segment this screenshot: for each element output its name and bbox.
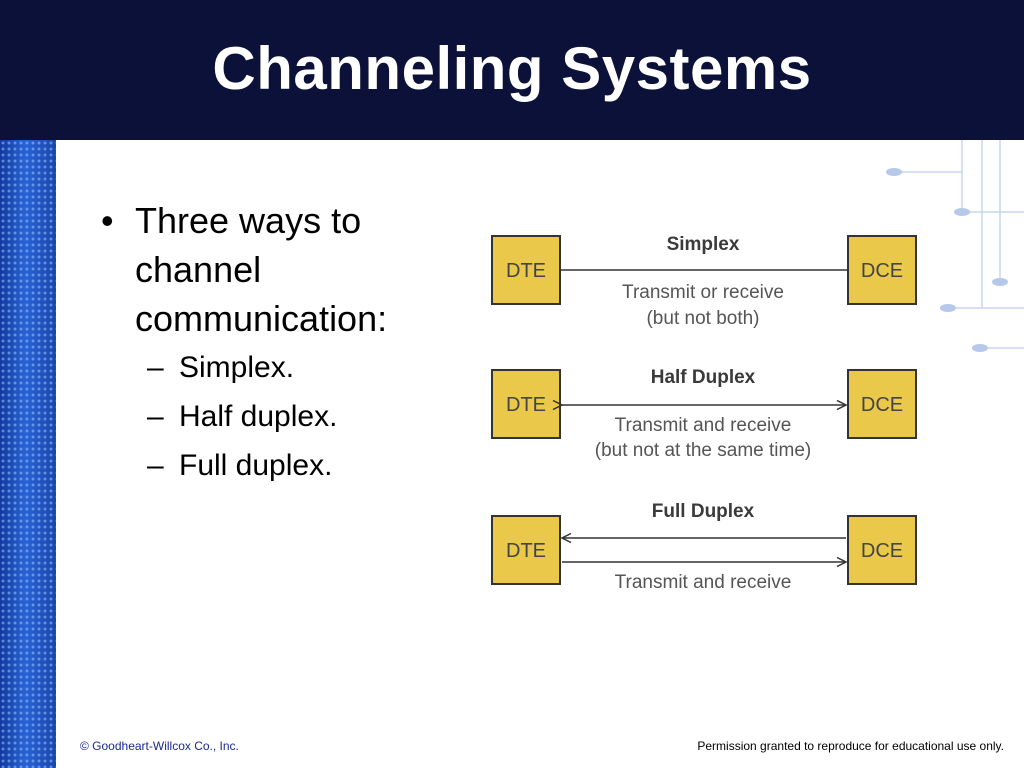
half-duplex-caption-line2: (but not at the same time): [595, 440, 812, 461]
dte-label: DTE: [506, 394, 546, 416]
bullet-main: • Three ways to channel communication:: [95, 196, 455, 343]
bullet-dash: –: [147, 400, 164, 433]
subitem-half-duplex: – Half duplex.: [95, 392, 455, 441]
channeling-diagram: Simplex DTE DCE Transmit or receive (but…: [491, 234, 917, 593]
bullet-dot: •: [101, 200, 114, 241]
subitem-simplex: – Simplex.: [95, 343, 455, 392]
simplex-title: Simplex: [667, 234, 740, 255]
dte-box: [491, 369, 561, 439]
slide-title: Channeling Systems: [212, 35, 812, 102]
full-duplex-caption: Transmit and receive: [615, 572, 792, 593]
full-duplex-title: Full Duplex: [652, 501, 755, 522]
dce-label: DCE: [861, 540, 903, 562]
simplex-diagram: Simplex DTE DCE Transmit or receive (but…: [491, 234, 917, 329]
simplex-caption-line2: (but not both): [646, 308, 759, 329]
dte-label: DTE: [506, 260, 546, 282]
subitem-label: Full duplex.: [179, 449, 333, 482]
subitem-full-duplex: – Full duplex.: [95, 441, 455, 490]
bullet-dash: –: [147, 449, 164, 482]
subitem-label: Half duplex.: [179, 400, 338, 433]
full-duplex-diagram: Full Duplex DTE DCE Transmit and receive: [491, 501, 917, 593]
bullet-dash: –: [147, 351, 164, 384]
bullet-line: Three ways to: [135, 200, 362, 241]
bullet-line: communication:: [135, 298, 388, 339]
half-duplex-diagram: Half Duplex DTE DCE Transmit and receive…: [491, 367, 917, 461]
decorative-side-strip: [0, 140, 56, 768]
half-duplex-caption-line1: Transmit and receive: [615, 415, 792, 436]
dte-label: DTE: [506, 540, 546, 562]
footer-copyright: © Goodheart-Willcox Co., Inc.: [80, 739, 239, 753]
decorative-circuit-lines: [886, 140, 1024, 352]
subitem-label: Simplex.: [179, 351, 295, 384]
dce-label: DCE: [861, 260, 903, 282]
dce-box: [847, 515, 917, 585]
dce-label: DCE: [861, 394, 903, 416]
dte-box: [491, 515, 561, 585]
title-bar: Channeling Systems: [0, 0, 1024, 140]
dte-box: [491, 235, 561, 305]
half-duplex-title: Half Duplex: [651, 367, 756, 388]
simplex-caption-line1: Transmit or receive: [622, 282, 784, 303]
footer-permission: Permission granted to reproduce for educ…: [697, 739, 1004, 753]
dce-box: [847, 369, 917, 439]
bullet-list: • Three ways to channel communication: –…: [95, 196, 455, 490]
bullet-line: channel: [135, 249, 262, 290]
